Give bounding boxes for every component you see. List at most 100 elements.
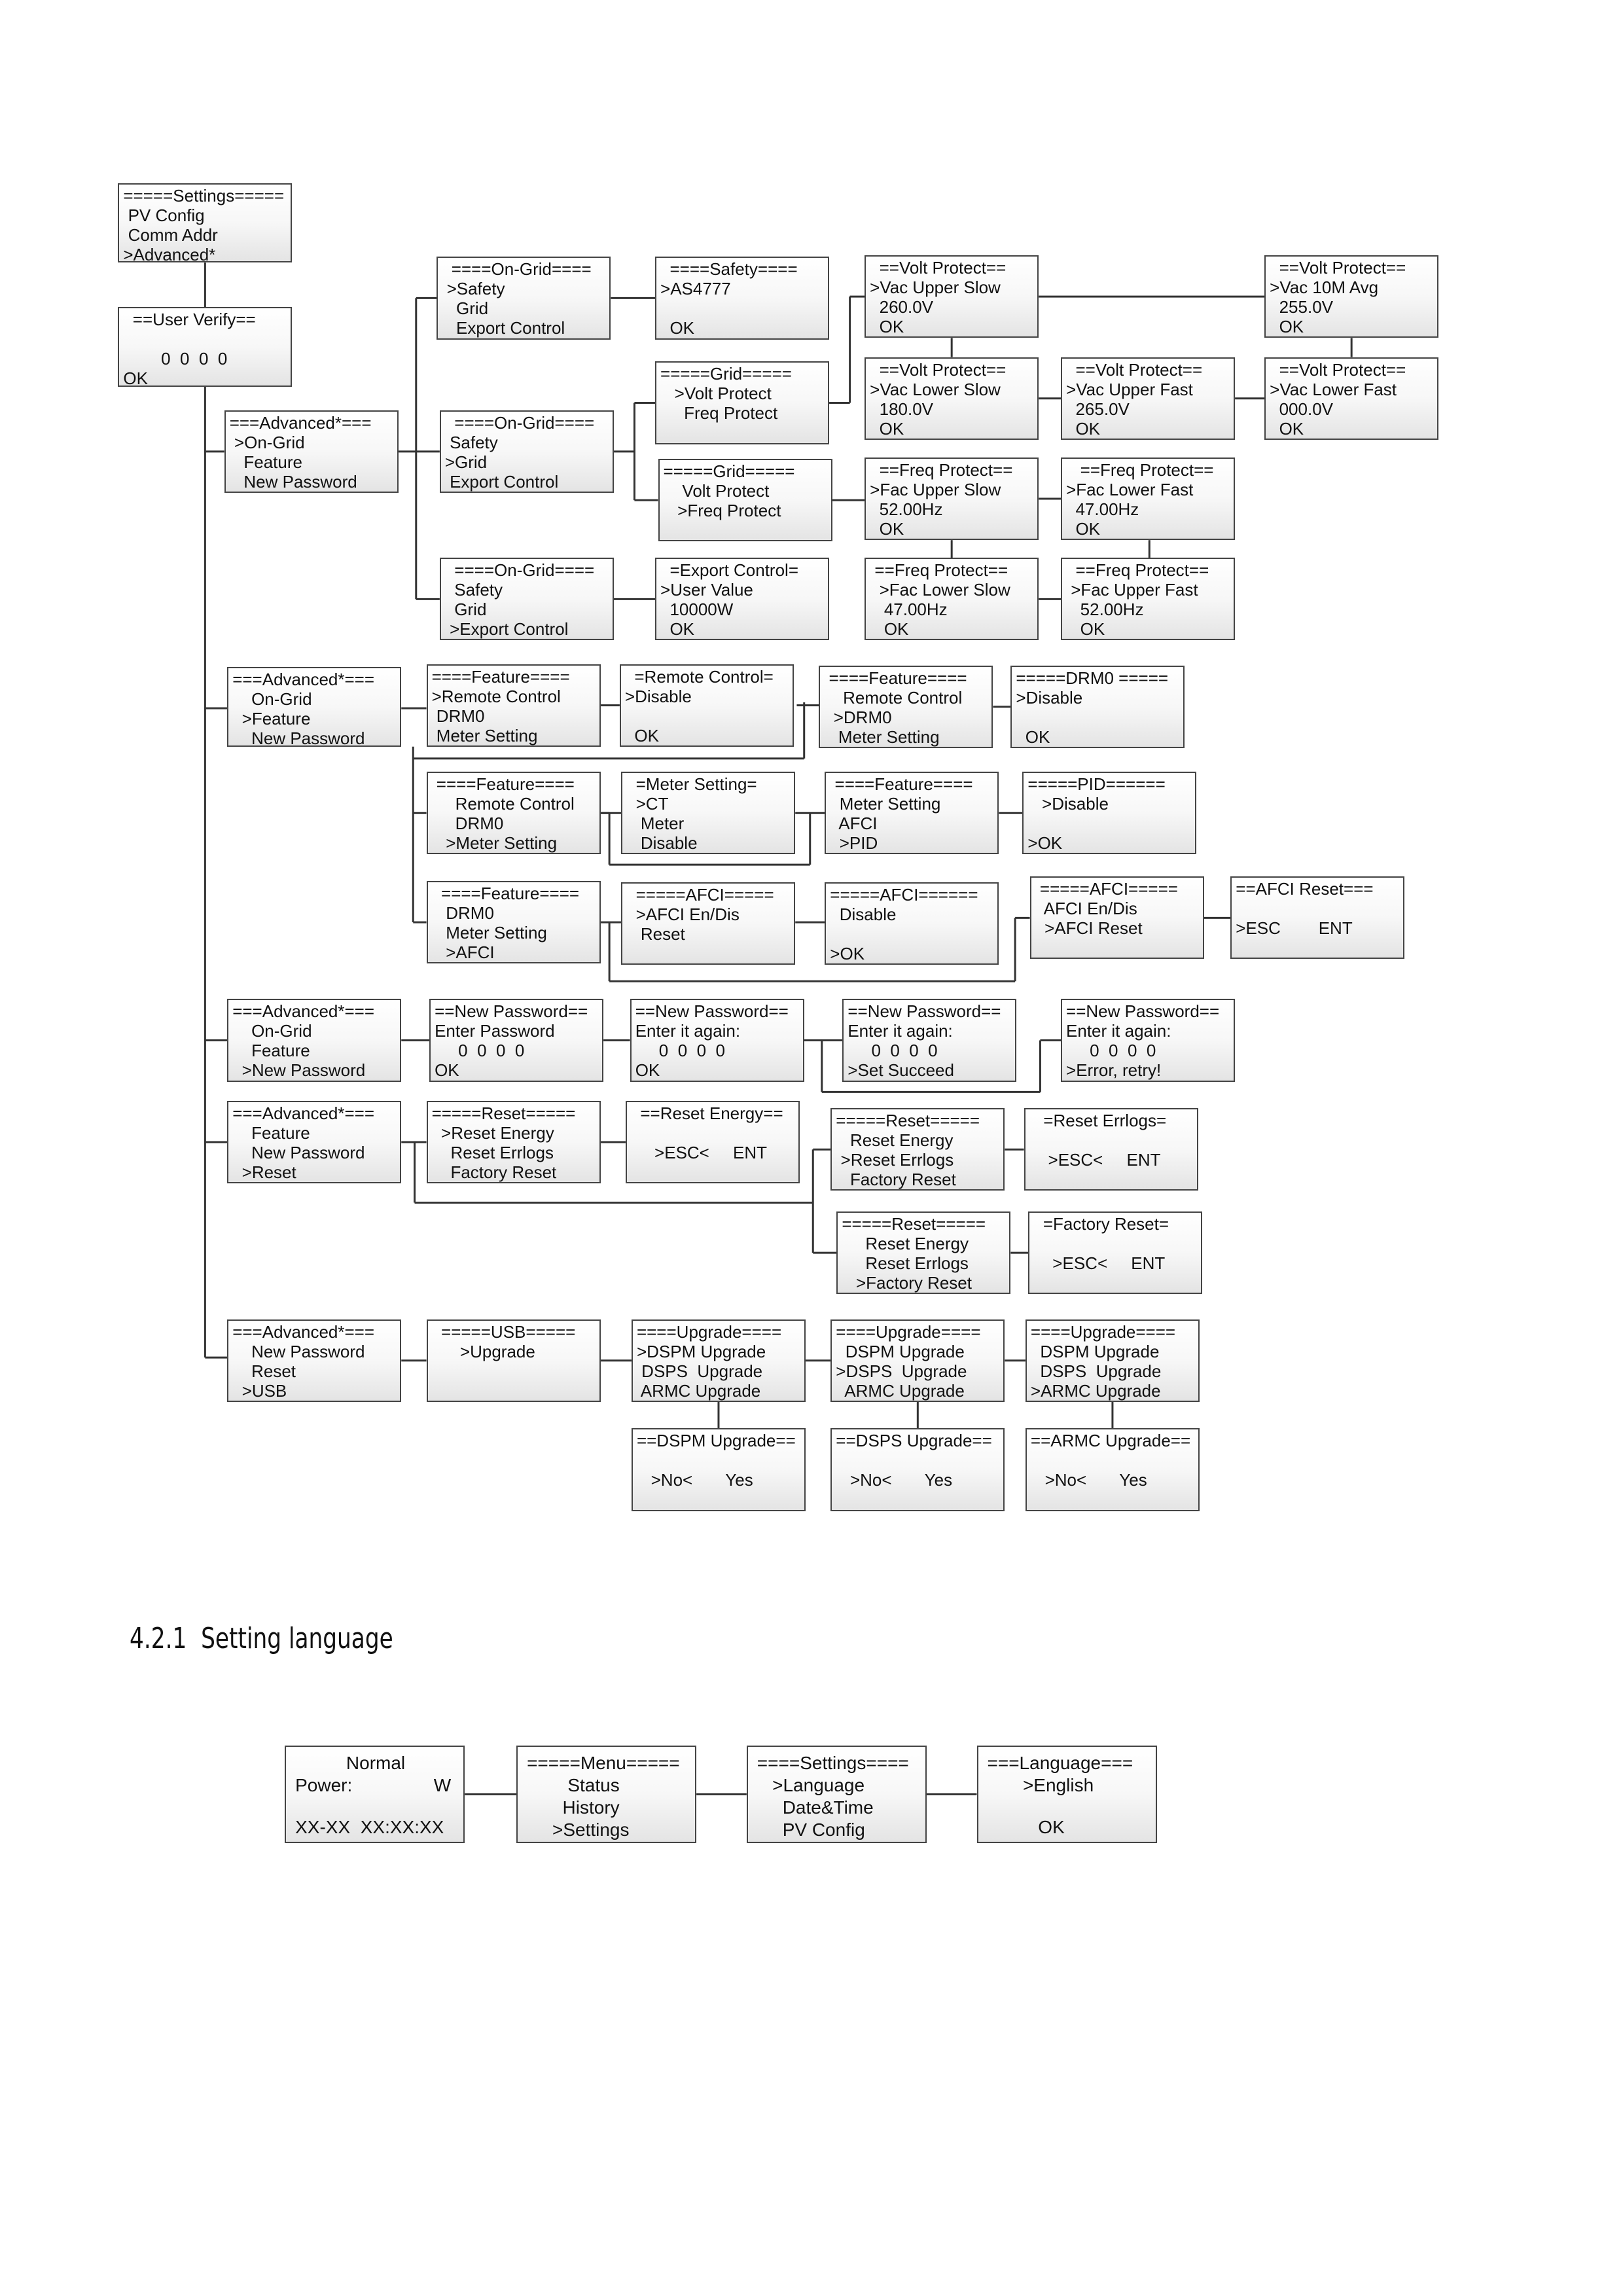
- screen-line: OK: [1066, 518, 1101, 539]
- language-screen-box: ====Settings==== >Language Date&Time PV …: [746, 1746, 927, 1843]
- screen-line: >Error, retry!: [1066, 1060, 1162, 1081]
- screen-line: DRM0: [431, 706, 485, 726]
- screen-line: DSPM Upgrade: [1030, 1341, 1160, 1361]
- screen-line: 180.0V: [870, 399, 934, 419]
- screen-line: Factory Reset: [836, 1170, 956, 1190]
- menu-screen-box: ==DSPS Upgrade== >No< Yes: [830, 1428, 1005, 1511]
- screen-line: >Freq Protect: [663, 501, 781, 521]
- screen-line: ==Freq Protect==: [870, 560, 1008, 581]
- menu-screen-box: =====AFCI===== >AFCI En/Dis Reset: [621, 882, 796, 965]
- screen-line: 255.0V: [1270, 297, 1333, 317]
- screen-line: ==ARMC Upgrade==: [1030, 1431, 1191, 1451]
- screen-line: >Safety: [442, 279, 505, 299]
- screen-line: Meter Setting: [830, 794, 941, 814]
- menu-screen-box: ====On-Grid==== >Safety Grid Export Cont…: [437, 257, 611, 340]
- screen-line: ==Volt Protect==: [1270, 359, 1406, 380]
- menu-screen-box: ====Upgrade====>DSPM Upgrade DSPS Upgrad…: [631, 1319, 806, 1402]
- screen-line: >Grid: [444, 452, 488, 472]
- screen-line: =Meter Setting=: [626, 774, 757, 795]
- screen-line: =====PID======: [1027, 774, 1166, 795]
- screen-line: 52.00Hz: [1066, 600, 1144, 620]
- screen-line: ====Upgrade====: [1030, 1321, 1176, 1342]
- screen-line: Meter Setting: [824, 726, 940, 747]
- screen-line: ===Language===: [987, 1753, 1133, 1774]
- screen-line: OK: [870, 317, 904, 337]
- screen-line: OK: [1270, 418, 1304, 439]
- screen-line: [123, 329, 287, 349]
- screen-line: ====Feature====: [830, 774, 973, 795]
- menu-screen-box: =====Settings===== PV Config Comm Addr>A…: [118, 183, 293, 263]
- screen-line: >USB: [232, 1380, 287, 1401]
- screen-line: ==Freq Protect==: [870, 459, 1013, 480]
- screen-line: >ESC< ENT: [1033, 1253, 1166, 1273]
- screen-line: 0 0 0 0: [635, 1041, 725, 1061]
- screen-line: 52.00Hz: [870, 499, 943, 519]
- screen-line: New Password: [232, 1142, 365, 1162]
- screen-line: OK: [870, 619, 909, 639]
- screen-line: [988, 1797, 1147, 1816]
- screen-line: OK: [1270, 317, 1304, 337]
- menu-screen-box: ==New Password==Enter it again: 0 0 0 0>…: [1061, 999, 1236, 1082]
- screen-line: Reset Errlogs: [431, 1142, 554, 1162]
- screen-line: ==Reset Energy==: [630, 1103, 783, 1123]
- screen-line: 000.0V: [1270, 399, 1333, 419]
- menu-screen-box: ==DSPM Upgrade== >No< Yes: [631, 1428, 806, 1511]
- menu-screen-box: ====Feature==== Remote Control DRM0 >Met…: [426, 772, 601, 855]
- screen-line: [836, 1450, 999, 1470]
- screen-line: >User Value: [660, 580, 753, 600]
- screen-line: >Volt Protect: [660, 384, 772, 404]
- screen-line: >Factory Reset: [842, 1272, 972, 1293]
- screen-line: Factory Reset: [431, 1162, 557, 1182]
- screen-line: AFCI: [830, 814, 878, 834]
- screen-line: =====Reset=====: [836, 1111, 980, 1131]
- screen-line: On-Grid: [232, 689, 312, 709]
- screen-line: OK: [435, 1060, 459, 1081]
- screen-line: New Password: [232, 728, 365, 747]
- screen-line: New Password: [229, 471, 357, 492]
- screen-line: ====Safety====: [660, 259, 798, 279]
- menu-screen-box: =Factory Reset= >ESC< ENT: [1028, 1211, 1203, 1295]
- screen-line: >Reset Energy: [431, 1122, 554, 1143]
- screen-line: ===Advanced*===: [229, 412, 372, 433]
- screen-line: =Reset Errlogs=: [1029, 1111, 1167, 1131]
- menu-screen-box: =====Reset===== Reset Energy Reset Errlo…: [836, 1211, 1011, 1295]
- screen-line: [631, 1123, 794, 1143]
- menu-screen-box: ====Feature==== DRM0 Meter Setting >AFCI: [426, 880, 601, 964]
- screen-line: ==Volt Protect==: [870, 258, 1007, 278]
- language-screen-box: =====Menu===== Status History >Settings: [516, 1746, 697, 1843]
- screen-line: =====Settings=====: [123, 185, 285, 206]
- screen-line: >Settings: [527, 1820, 630, 1840]
- screen-line: >Language: [757, 1775, 865, 1796]
- screen-line: ====Feature====: [824, 668, 967, 688]
- screen-line: OK: [1066, 619, 1105, 639]
- screen-line: >AFCI Reset: [1035, 918, 1143, 939]
- screen-line: Comm Addr: [123, 224, 218, 245]
- screen-line: OK: [635, 1060, 660, 1081]
- screen-line: >Upgrade: [431, 1341, 535, 1361]
- menu-screen-box: ==Volt Protect==>Vac 10M Avg 255.0V OK: [1264, 255, 1439, 338]
- menu-screen-box: ==Volt Protect==>Vac Upper Slow 260.0V O…: [865, 255, 1039, 338]
- menu-screen-box: ====Upgrade==== DSPM Upgrade>DSPS Upgrad…: [830, 1319, 1005, 1402]
- menu-screen-box: ==Freq Protect== >Fac Upper Fast 52.00Hz…: [1061, 558, 1236, 641]
- screen-line: Freq Protect: [660, 403, 778, 423]
- section-title: 4.2.1 Setting language: [130, 1622, 393, 1655]
- screen-line: 260.0V: [870, 297, 934, 317]
- menu-screen-box: =====AFCI====== Disable>OK: [825, 882, 999, 965]
- screen-line: On-Grid: [232, 1021, 312, 1041]
- screen-line: =Factory Reset=: [1033, 1213, 1169, 1234]
- screen-line: >Vac Lower Slow: [870, 379, 1001, 399]
- menu-screen-box: ==New Password==Enter it again: 0 0 0 0>…: [842, 999, 1017, 1082]
- screen-line: OK: [660, 619, 695, 639]
- screen-line: 0 0 0 0: [123, 348, 228, 368]
- screen-line: >English: [987, 1775, 1094, 1796]
- menu-screen-box: ==Freq Protect==>Fac Lower Fast 47.00Hz …: [1061, 457, 1236, 541]
- screen-line: ==User Verify==: [123, 309, 256, 329]
- screen-line: >AFCI En/Dis: [626, 905, 740, 925]
- screen-line: 265.0V: [1066, 399, 1130, 419]
- screen-line: ====On-Grid====: [444, 560, 595, 581]
- screen-line: 47.00Hz: [1066, 499, 1139, 519]
- menu-screen-box: ==Reset Energy== >ESC< ENT: [625, 1100, 800, 1184]
- screen-line: ===Advanced*===: [232, 1001, 375, 1022]
